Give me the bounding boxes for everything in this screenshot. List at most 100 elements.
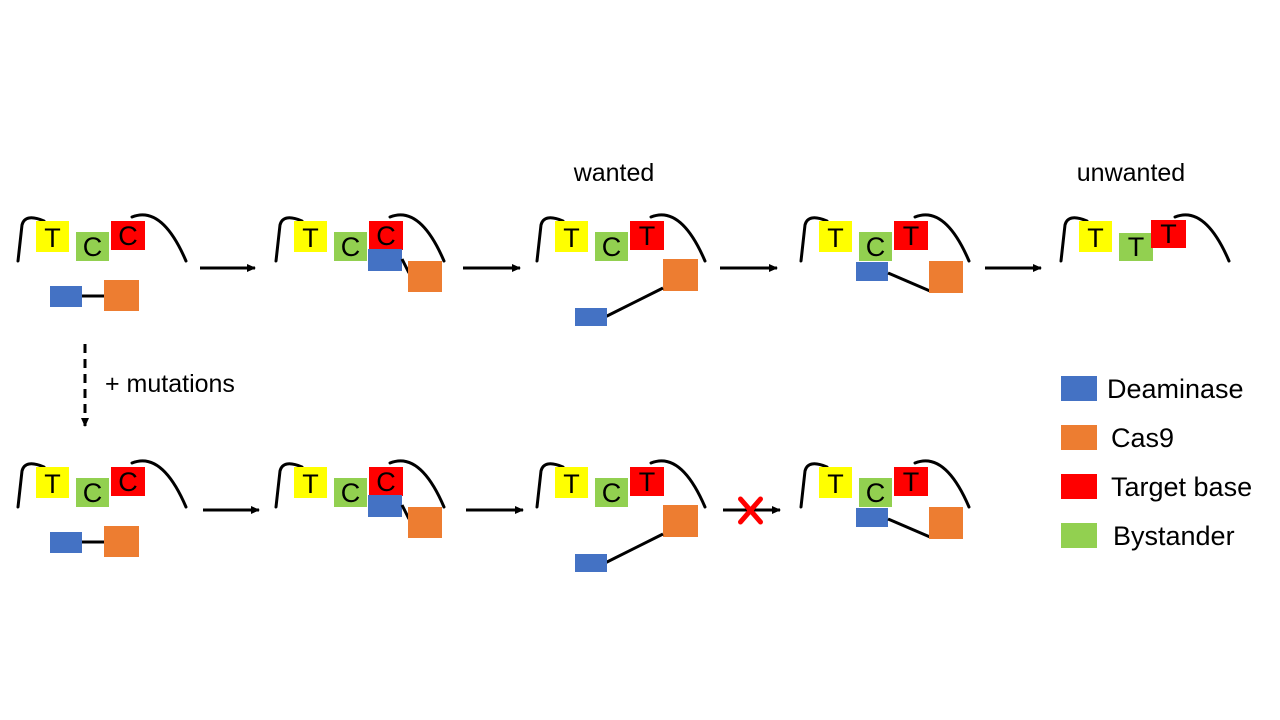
first-base-letter: T xyxy=(44,223,61,253)
legend-swatch xyxy=(1061,425,1097,450)
linker xyxy=(400,258,411,274)
bystander-base-letter: T xyxy=(1128,232,1145,262)
target-base-box xyxy=(111,467,145,496)
dna-strand-left xyxy=(535,216,565,263)
dna-strand-right xyxy=(649,213,707,263)
first-base-box xyxy=(555,221,588,252)
mutations-label: + mutations xyxy=(105,370,235,398)
target-base-box xyxy=(630,467,664,496)
bystander-base-letter: C xyxy=(602,478,622,508)
bystander-base-box xyxy=(76,232,109,261)
dna-strand-right xyxy=(649,459,707,509)
legend-label: Cas9 xyxy=(1111,423,1174,453)
target-base-box xyxy=(894,467,928,496)
cas9-block xyxy=(408,261,442,292)
legend-item: Target base xyxy=(1061,472,1252,502)
deaminase-block xyxy=(856,262,888,281)
target-base-letter: T xyxy=(903,221,920,251)
legend-label: Target base xyxy=(1111,472,1252,502)
x-stroke xyxy=(738,496,763,525)
deaminase-block xyxy=(575,308,607,326)
target-base-letter: T xyxy=(639,467,656,497)
target-base-box xyxy=(894,221,928,250)
cas9-block xyxy=(663,505,698,537)
first-base-letter: T xyxy=(563,469,580,499)
target-base-box xyxy=(1151,220,1186,248)
deaminase-block xyxy=(50,286,82,307)
deaminase-block xyxy=(575,554,607,572)
first-base-letter: T xyxy=(302,469,319,499)
linker xyxy=(887,517,931,539)
cas9-block xyxy=(929,261,963,293)
dna-strand-left xyxy=(799,462,829,509)
target-base-letter: C xyxy=(118,221,138,251)
bystander-base-box xyxy=(595,232,628,261)
bystander-base-letter: C xyxy=(866,478,886,508)
dna-strand-left xyxy=(535,462,565,509)
legend-label: Deaminase xyxy=(1107,374,1244,404)
first-base-box xyxy=(819,467,852,498)
legend-swatch xyxy=(1061,376,1097,401)
dna-strand-left xyxy=(274,216,304,263)
target-base-box xyxy=(630,221,664,250)
first-base-letter: T xyxy=(302,223,319,253)
bystander-base-letter: C xyxy=(866,232,886,262)
deaminase-block xyxy=(368,249,402,271)
linker xyxy=(400,504,411,520)
wanted-label: wanted xyxy=(573,159,655,187)
dna-strand-right xyxy=(388,459,446,509)
first-base-letter: T xyxy=(1087,223,1104,253)
target-base-letter: T xyxy=(1160,219,1177,249)
cas9-block xyxy=(929,507,963,539)
target-base-box xyxy=(369,467,403,496)
first-base-box xyxy=(819,221,852,252)
first-base-letter: T xyxy=(827,469,844,499)
first-base-letter: T xyxy=(44,469,61,499)
bystander-base-letter: C xyxy=(83,478,103,508)
dna-strand-right xyxy=(913,459,971,509)
target-base-box xyxy=(369,221,403,250)
dna-strand-right xyxy=(130,459,188,509)
cas9-block xyxy=(104,280,139,311)
legend-label: Bystander xyxy=(1113,521,1235,551)
bystander-base-box xyxy=(859,478,892,507)
bystander-base-box xyxy=(334,478,367,507)
bystander-base-box xyxy=(595,478,628,507)
deaminase-block xyxy=(856,508,888,527)
blocked-x-mark xyxy=(738,496,763,525)
linker xyxy=(604,532,664,565)
target-base-letter: T xyxy=(903,467,920,497)
deaminase-block xyxy=(50,532,82,553)
legend-item: Bystander xyxy=(1061,521,1235,551)
unwanted-label: unwanted xyxy=(1077,159,1185,187)
bystander-base-box xyxy=(859,232,892,261)
target-base-letter: C xyxy=(376,467,396,497)
legend-item: Cas9 xyxy=(1061,423,1174,453)
bystander-base-letter: C xyxy=(602,232,622,262)
cas9-block xyxy=(408,507,442,538)
cas9-block xyxy=(663,259,698,291)
dna-strand-right xyxy=(388,213,446,263)
dna-strand-left xyxy=(274,462,304,509)
dna-strand-left xyxy=(16,462,46,509)
bystander-base-letter: C xyxy=(341,478,361,508)
legend-swatch xyxy=(1061,523,1097,548)
first-base-box xyxy=(294,467,327,498)
target-base-box xyxy=(111,221,145,250)
first-base-letter: T xyxy=(563,223,580,253)
linker xyxy=(887,271,931,293)
deaminase-block xyxy=(368,495,402,517)
dna-strand-left xyxy=(16,216,46,263)
first-base-box xyxy=(1079,221,1112,252)
